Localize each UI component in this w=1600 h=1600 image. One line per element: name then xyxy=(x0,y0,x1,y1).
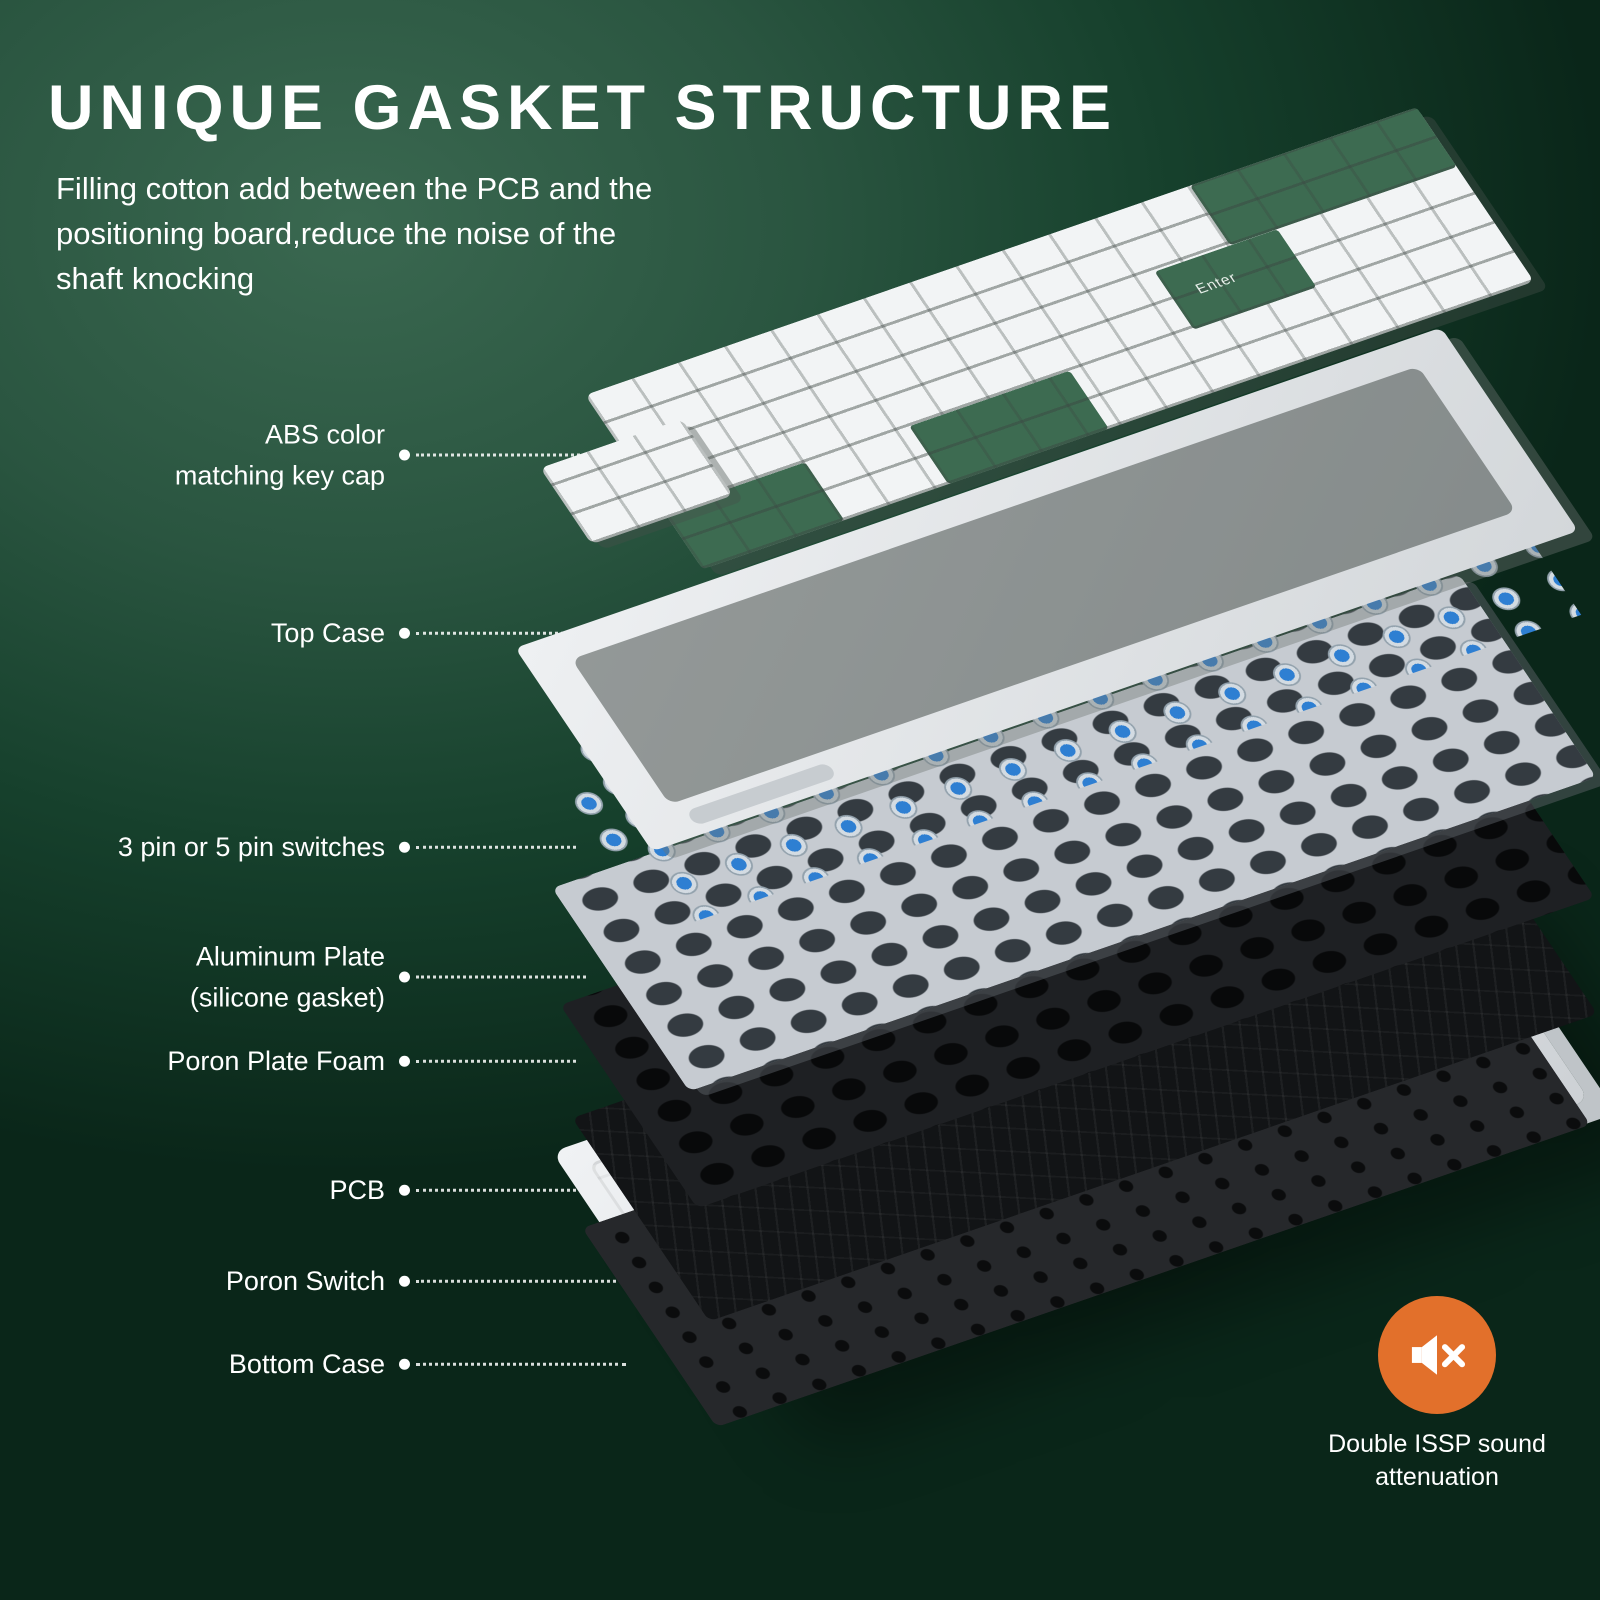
callout-bottom-case: Bottom Case xyxy=(55,1344,626,1385)
page-subtitle: Filling cotton add between the PCB and t… xyxy=(56,171,653,296)
callout-leader-line xyxy=(416,631,601,635)
callout-switches: 3 pin or 5 pin switches xyxy=(55,827,576,868)
callout-leader-line xyxy=(416,1059,576,1063)
callout-abs-keycap: ABS color matching key cap xyxy=(55,415,706,496)
callout-label: Top Case xyxy=(270,617,385,648)
callout-dot xyxy=(399,449,410,461)
callout-top-case: Top Case xyxy=(55,613,601,654)
callout-leader-line xyxy=(416,1362,626,1366)
callout-pcb: PCB xyxy=(55,1170,661,1211)
callout-dot xyxy=(399,971,410,983)
badge-circle xyxy=(1378,1296,1496,1414)
sound-attenuation-badge: Double ISSP sound attenuation xyxy=(1327,1296,1547,1493)
callout-dot xyxy=(399,841,410,853)
callout-dot xyxy=(399,1275,410,1287)
callout-label: 3 pin or 5 pin switches xyxy=(117,831,385,862)
callout-leader-line xyxy=(416,453,706,457)
callout-leader-line xyxy=(416,845,576,849)
green-keycap-patch xyxy=(1189,107,1457,246)
badge-label: Double ISSP sound attenuation xyxy=(1328,1430,1546,1491)
callout-label: PCB xyxy=(329,1174,385,1205)
muted-speaker-icon xyxy=(1404,1322,1470,1388)
callout-label: Poron Switch xyxy=(225,1265,385,1296)
callout-dot xyxy=(399,1055,410,1067)
callout-dot xyxy=(399,1358,410,1370)
callout-label: Poron Plate Foam xyxy=(167,1045,385,1076)
callout-leader-line xyxy=(416,975,586,979)
callout-aluminum-plate: Aluminum Plate (silicone gasket) xyxy=(55,937,586,1018)
callout-poron-switch: Poron Switch xyxy=(55,1261,646,1302)
callout-leader-line xyxy=(416,1279,646,1283)
callout-dot xyxy=(399,1184,410,1196)
callout-label: Bottom Case xyxy=(228,1348,385,1379)
callout-label: ABS color matching key cap xyxy=(174,419,385,491)
callout-dot xyxy=(399,627,410,639)
page-title: UNIQUE GASKET STRUCTURE xyxy=(48,73,1118,144)
callout-poron-plate-foam: Poron Plate Foam xyxy=(55,1041,576,1082)
callout-leader-line xyxy=(416,1188,661,1192)
callout-label: Aluminum Plate (silicone gasket) xyxy=(189,941,385,1013)
